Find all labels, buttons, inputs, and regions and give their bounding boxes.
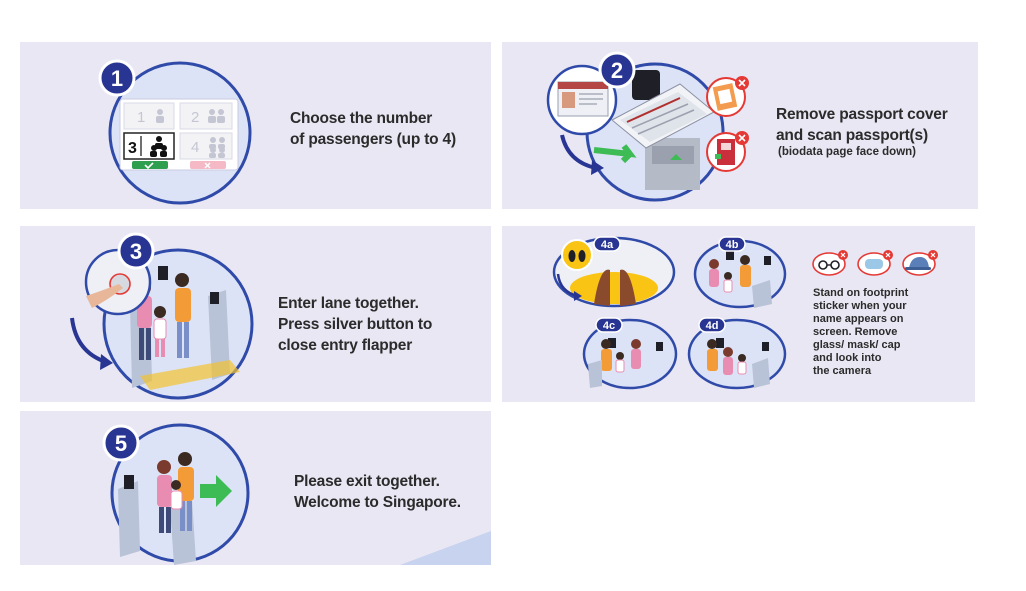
footprint-icon	[594, 269, 610, 306]
passport-closeup	[546, 64, 618, 136]
footprint-icon	[568, 250, 576, 262]
camera-icon	[158, 266, 168, 280]
mask-icon	[865, 259, 883, 269]
step-4-line-2: sticker when your	[813, 300, 907, 312]
mask-not-allowed	[857, 250, 893, 276]
option-4-label: 4	[191, 139, 199, 156]
cross-icon	[204, 162, 211, 169]
gate-icon	[588, 360, 602, 388]
step-4-panel: 4a 4b 4c	[502, 226, 975, 402]
step-4-line-4: screen. Remove	[813, 326, 898, 338]
passport-cover-not-allowed	[706, 76, 749, 172]
step-4-line-6: and look into	[813, 352, 882, 364]
cap-icon	[909, 257, 929, 268]
camera-icon	[716, 338, 724, 348]
step-5-illustration: 5	[102, 423, 491, 565]
option-3-label: 3	[128, 140, 137, 157]
finger-icon	[86, 284, 123, 308]
option-1-label: 1	[137, 109, 145, 126]
sub-step-4a: 4a	[552, 236, 676, 308]
step-2-line-1: Remove passport cover	[776, 106, 948, 123]
sub-step-4a-label: 4a	[601, 239, 614, 251]
step-2-line-2: and scan passport(s)	[776, 127, 928, 144]
step-2-panel: 2 Remove passport cover and scan passpor…	[502, 42, 978, 209]
sub-step-4c-label: 4c	[603, 320, 615, 332]
step-3-line-2: Press silver button to	[278, 316, 433, 333]
step-4-line-3: name appears on	[813, 313, 904, 325]
step-1-instructions: Choose the number of passengers (up to 4…	[290, 108, 456, 150]
step-5-panel: 5 Please exit together. Welcome to Singa…	[20, 411, 491, 565]
check-icon	[144, 162, 154, 170]
step-1-illustration: 1 2 3 4	[98, 59, 252, 205]
option-2-label: 2	[191, 109, 199, 126]
confirm-button[interactable]	[132, 161, 168, 170]
exit-arrow-icon	[200, 475, 232, 507]
gate-icon	[752, 358, 770, 388]
passenger-selector-screen: 1 2 3 4	[119, 98, 239, 171]
camera-icon	[210, 292, 219, 304]
gate-icon	[752, 280, 772, 308]
sub-step-4c: 4c	[582, 317, 678, 390]
camera-icon	[632, 70, 660, 100]
step-4-instructions: Stand on footprint sticker when your nam…	[813, 287, 908, 378]
step-3-instructions: Enter lane together. Press silver button…	[278, 293, 432, 356]
sub-step-4b-label: 4b	[726, 239, 739, 251]
cancel-button[interactable]	[190, 161, 226, 169]
family-illustration	[157, 452, 194, 533]
camera-icon	[726, 250, 734, 260]
step-1-panel: 1 2 3 4	[20, 42, 491, 209]
passenger-icon	[156, 136, 162, 142]
passenger-icon	[157, 109, 163, 115]
step-2-number: 2	[611, 58, 623, 83]
step-1-badge: 1	[98, 59, 136, 97]
sub-step-4b: 4b	[693, 236, 787, 309]
step-5-line-2: Welcome to Singapore.	[294, 494, 461, 511]
step-4-line-5: glass/ mask/ cap	[813, 339, 901, 351]
glasses-not-allowed	[812, 250, 848, 276]
step-3-panel: 3 Enter lane together. Press silver butt…	[20, 226, 491, 402]
passport-icon	[611, 83, 715, 149]
step-2-illustration: 2	[546, 51, 749, 202]
step-4-line-1: Stand on footprint	[813, 287, 909, 299]
step-5-badge: 5	[102, 424, 140, 462]
step-3-line-3: close entry flapper	[278, 337, 413, 354]
curved-arrow-icon	[70, 317, 107, 364]
camera-icon	[124, 475, 134, 489]
gate-icon	[118, 475, 196, 565]
step-2-note: (biodata page face down)	[778, 146, 917, 158]
step-4-illustration: 4a 4b 4c	[552, 236, 938, 390]
step-1-line-1: Choose the number	[290, 110, 433, 127]
step-3-illustration: 3	[70, 232, 254, 400]
insert-arrow-icon	[593, 144, 637, 164]
step-3-badge: 3	[117, 232, 155, 270]
camera-icon	[608, 338, 616, 348]
step-2-badge: 2	[598, 51, 636, 89]
step-5-number: 5	[115, 431, 127, 456]
footprint-icon	[620, 269, 636, 306]
step-5-instructions: Please exit together. Welcome to Singapo…	[294, 471, 461, 513]
scanner-icon	[632, 70, 700, 190]
passenger-icon	[210, 137, 216, 143]
corner-decoration	[400, 531, 491, 565]
sub-step-4d: 4d	[687, 317, 787, 390]
step-1-number: 1	[111, 66, 123, 91]
cap-not-allowed	[902, 250, 938, 276]
step-3-number: 3	[130, 239, 142, 264]
step-1-line-2: of passengers (up to 4)	[290, 131, 456, 148]
step-5-line-1: Please exit together.	[294, 473, 440, 490]
step-3-line-1: Enter lane together.	[278, 295, 419, 312]
step-2-instructions: Remove passport cover and scan passport(…	[776, 104, 948, 146]
family-illustration	[137, 273, 191, 360]
passenger-icon	[209, 109, 215, 115]
curved-arrow-icon	[560, 134, 597, 170]
step-4-line-7: the camera	[813, 365, 872, 377]
sub-step-4d-label: 4d	[706, 320, 719, 332]
